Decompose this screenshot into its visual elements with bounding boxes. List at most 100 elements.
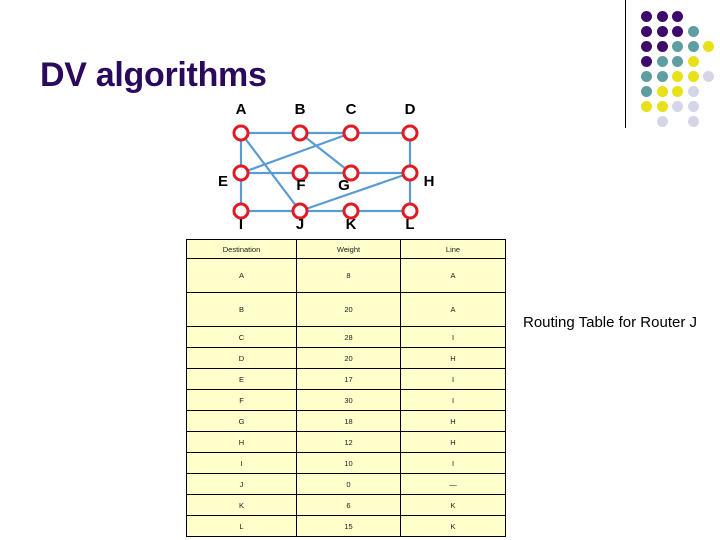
cell-destination: I (186, 452, 297, 474)
network-node-I (232, 202, 250, 220)
decoration-dot (656, 71, 668, 82)
cell-line: I (400, 389, 506, 411)
decoration-dot (703, 71, 714, 82)
cell-weight: 20 (296, 292, 401, 327)
network-node-label-B: B (295, 101, 306, 118)
network-node-L (401, 202, 419, 220)
network-node-A (232, 124, 250, 142)
decoration-dot (687, 116, 699, 127)
decoration-dot (672, 56, 683, 67)
cell-weight: 15 (296, 515, 401, 537)
decoration-dot (656, 41, 668, 52)
cell-line: H (400, 410, 506, 432)
network-edge-EC (240, 131, 352, 175)
network-node-label-D: D (405, 101, 416, 118)
decoration-dot (641, 86, 652, 97)
cell-destination: L (186, 515, 297, 537)
cell-line: H (400, 347, 506, 369)
decoration-dot (641, 41, 652, 52)
network-node-label-J: J (296, 216, 304, 233)
cell-line: A (400, 292, 506, 327)
cell-destination: J (186, 473, 297, 495)
cell-destination: G (186, 410, 297, 432)
network-node-K (342, 202, 360, 220)
cell-line: I (400, 368, 506, 390)
network-node-label-C: C (346, 101, 357, 118)
decoration-dot (656, 56, 668, 67)
decoration-dot (641, 101, 652, 112)
decoration-dot (672, 11, 683, 22)
cell-line: K (400, 494, 506, 516)
decoration-dot (687, 41, 699, 52)
corner-dot-motif (620, 0, 720, 135)
cell-weight: 8 (296, 258, 401, 293)
network-edge-BG (299, 132, 352, 174)
cell-line: — (400, 473, 506, 495)
decoration-dot (641, 71, 652, 82)
decoration-dot (703, 41, 714, 52)
network-edge-JH (299, 171, 411, 213)
decoration-dot (672, 86, 683, 97)
decoration-dot (656, 26, 668, 37)
network-node-F (291, 164, 309, 182)
cell-destination: D (186, 347, 297, 369)
network-node-C (342, 124, 360, 142)
decoration-dot (687, 26, 699, 37)
network-node-G (342, 164, 360, 182)
cell-destination: C (186, 326, 297, 348)
decoration-dot (672, 71, 683, 82)
cell-destination: E (186, 368, 297, 390)
cell-destination: B (186, 292, 297, 327)
network-node-label-I: I (239, 216, 243, 233)
cell-line: I (400, 326, 506, 348)
decoration-dot (672, 101, 683, 112)
cell-weight: 6 (296, 494, 401, 516)
network-node-label-K: K (346, 216, 357, 233)
decoration-dot (672, 41, 683, 52)
network-node-B (291, 124, 309, 142)
network-node-label-A: A (236, 101, 247, 118)
table-caption: Routing Table for Router J (523, 314, 697, 331)
decoration-dot (656, 101, 668, 112)
cell-destination: A (186, 258, 297, 293)
decoration-dot (687, 71, 699, 82)
decoration-dot (641, 56, 652, 67)
network-edge-AJ (240, 132, 301, 212)
network-node-J (291, 202, 309, 220)
network-node-label-H: H (424, 173, 435, 190)
cell-line: K (400, 515, 506, 537)
decoration-dot (656, 11, 668, 22)
cell-weight: 12 (296, 431, 401, 453)
decoration-dot (656, 116, 668, 127)
cell-destination: F (186, 389, 297, 411)
page-title: DV algorithms (40, 56, 267, 94)
network-node-label-G: G (338, 177, 350, 194)
cell-line: H (400, 431, 506, 453)
cell-weight: 0 (296, 473, 401, 495)
cell-weight: 10 (296, 452, 401, 474)
decoration-dot (641, 26, 652, 37)
decoration-dot (672, 26, 683, 37)
cell-weight: 20 (296, 347, 401, 369)
cell-weight: 30 (296, 389, 401, 411)
vertical-divider (625, 0, 626, 128)
cell-weight: 28 (296, 326, 401, 348)
cell-line: A (400, 258, 506, 293)
column-header-weight: Weight (296, 239, 401, 259)
network-node-label-L: L (405, 216, 414, 233)
decoration-dot (687, 101, 699, 112)
cell-weight: 17 (296, 368, 401, 390)
